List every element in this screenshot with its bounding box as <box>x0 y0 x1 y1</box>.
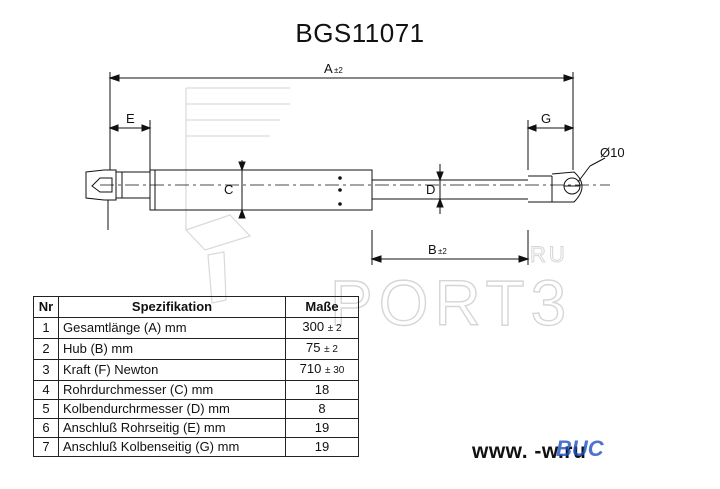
table-row: 6 Anschluß Rohrseitig (E) mm 19 <box>33 418 359 438</box>
row-nr: 6 <box>33 418 59 438</box>
table-row: 3 Kraft (F) Newton 710 ± 30 <box>33 359 359 381</box>
dimension-d <box>436 164 444 214</box>
dimension-a <box>108 72 575 170</box>
website-logo: BUC <box>556 436 604 461</box>
row-value-number: 710 <box>299 361 322 376</box>
table-row: 5 Kolbendurchrmesser (D) mm 8 <box>33 399 359 419</box>
row-value-number: 19 <box>314 439 330 454</box>
dimension-c <box>238 160 246 219</box>
row-value: 19 <box>285 437 359 457</box>
row-value-number: 8 <box>318 401 326 416</box>
row-value: 75 ± 2 <box>285 338 359 360</box>
dim-a-label: A <box>324 61 333 76</box>
rod-end-fitting <box>528 157 606 203</box>
part-number-title: BGS11071 <box>295 18 425 48</box>
row-nr: 7 <box>33 437 59 457</box>
eye-diameter-label: Ø10 <box>600 145 625 160</box>
row-value: 710 ± 30 <box>285 359 359 381</box>
dim-c-label: C <box>224 182 233 197</box>
dim-d-label: D <box>426 182 435 197</box>
row-value: 18 <box>285 380 359 400</box>
table-row: 2 Hub (B) mm 75 ± 2 <box>33 338 359 360</box>
row-value: 300 ± 2 <box>285 317 359 339</box>
watermark: PORT3 RU <box>184 87 572 340</box>
table-row: 7 Anschluß Kolbenseitig (G) mm 19 <box>33 437 359 457</box>
table-row: 1 Gesamtlänge (A) mm 300 ± 2 <box>33 317 359 339</box>
header-nr: Nr <box>33 296 59 318</box>
row-spec: Gesamtlänge (A) mm <box>58 317 286 339</box>
row-nr: 2 <box>33 338 59 360</box>
row-value-number: 18 <box>314 382 330 397</box>
tube-body <box>149 169 373 211</box>
watermark-main: PORT3 <box>330 267 572 339</box>
table-header-row: Nr Spezifikation Maße <box>33 296 359 318</box>
row-value-tolerance: ± 2 <box>324 344 338 355</box>
dimension-g <box>526 120 575 170</box>
dim-b-label: B <box>428 242 437 257</box>
row-nr: 5 <box>33 399 59 419</box>
header-masse: Maße <box>285 296 359 318</box>
row-value-tolerance: ± 30 <box>324 365 345 376</box>
row-nr: 4 <box>33 380 59 400</box>
website-url: www. -w.ru <box>472 440 587 463</box>
row-spec: Rohrdurchmesser (C) mm <box>58 380 286 400</box>
dim-e-label: E <box>126 111 135 126</box>
dim-g-label: G <box>541 111 551 126</box>
row-spec: Anschluß Kolbenseitig (G) mm <box>58 437 286 457</box>
row-spec: Kraft (F) Newton <box>58 359 286 381</box>
dim-b-tolerance: ±2 <box>438 247 447 256</box>
row-value: 8 <box>285 399 359 419</box>
dimension-e <box>108 120 152 170</box>
row-value-number: 75 <box>306 340 321 355</box>
row-value-tolerance: ± 2 <box>327 323 342 334</box>
row-value-number: 300 <box>302 319 325 334</box>
watermark-suffix: RU <box>530 242 568 267</box>
specification-table: Nr Spezifikation Maße 1 Gesamtlänge (A) … <box>33 296 359 457</box>
row-nr: 1 <box>33 317 59 339</box>
row-nr: 3 <box>33 359 59 381</box>
dim-a-tolerance: ±2 <box>334 66 343 75</box>
row-value: 19 <box>285 418 359 438</box>
row-spec: Anschluß Rohrseitig (E) mm <box>58 418 286 438</box>
dimension-b <box>370 255 530 263</box>
tube-end-fitting <box>85 169 150 230</box>
row-spec: Kolbendurchrmesser (D) mm <box>58 399 286 419</box>
header-spezifikation: Spezifikation <box>58 296 286 318</box>
piston-rod <box>371 179 529 265</box>
table-row: 4 Rohrdurchmesser (C) mm 18 <box>33 380 359 400</box>
row-spec: Hub (B) mm <box>58 338 286 360</box>
row-value-number: 19 <box>314 420 330 435</box>
